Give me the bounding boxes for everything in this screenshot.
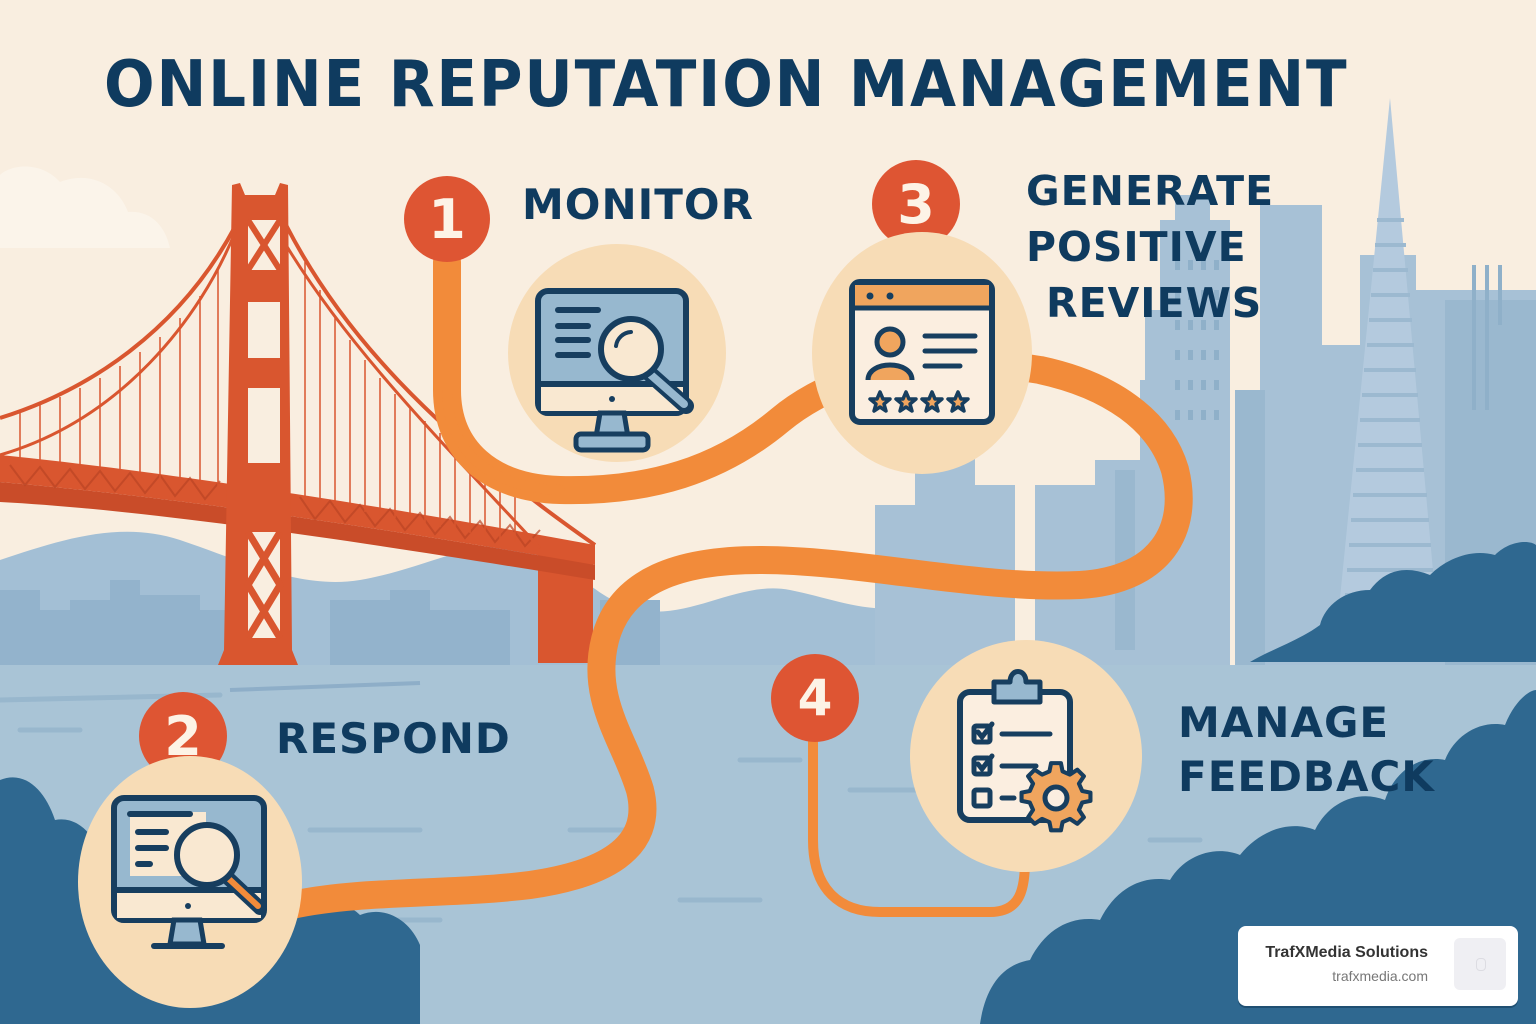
step-3-label-line: POSITIVE	[1026, 223, 1247, 271]
bushes-right-upper	[1250, 542, 1536, 662]
cloud-icon	[0, 166, 170, 248]
step-3-icon-circle	[812, 232, 1032, 474]
step-3-number: 3	[897, 172, 935, 236]
step-2-icon-circle	[78, 756, 302, 1008]
step-4-label: MANAGE FEEDBACK	[1178, 696, 1435, 804]
clipboard-gear-icon	[957, 669, 1093, 833]
step-4-number: 4	[797, 669, 833, 727]
step-1-number: 1	[428, 187, 466, 251]
step-1-icon-circle	[508, 244, 726, 462]
brand-name: TrafXMedia Solutions	[1265, 944, 1428, 961]
brand-logo-icon	[1454, 938, 1506, 990]
monitor-magnifier-icon	[111, 795, 267, 949]
step-4-icon-circle	[910, 640, 1142, 872]
step-1-label-line: MONITOR	[522, 180, 754, 229]
review-profile-stars-icon	[849, 279, 995, 425]
step-4-label-line: MANAGE	[1178, 698, 1390, 747]
step-2-label-line: RESPOND	[276, 714, 511, 763]
pyramid-tower	[1335, 98, 1440, 648]
monitor-magnifier-icon	[535, 288, 694, 453]
brand-card[interactable]: TrafXMedia Solutions trafxmedia.com	[1238, 926, 1518, 1006]
step-1-label: MONITOR	[522, 178, 754, 232]
step-3-label-line: REVIEWS	[1046, 279, 1263, 327]
page-title: ONLINE REPUTATION MANAGEMENT	[104, 48, 1349, 122]
brand-url[interactable]: trafxmedia.com	[1332, 968, 1428, 984]
golden-gate-bridge	[0, 183, 595, 665]
step-3-label: GENERATE POSITIVE REVIEWS	[1026, 163, 1274, 331]
journey-path	[278, 248, 1193, 919]
step-4-label-line: FEEDBACK	[1178, 752, 1435, 801]
step-3-label-line: GENERATE	[1026, 167, 1275, 215]
step-1-badge: 1	[404, 176, 490, 262]
step-4-badge: 4	[771, 654, 859, 742]
step-2-label: RESPOND	[276, 712, 511, 766]
